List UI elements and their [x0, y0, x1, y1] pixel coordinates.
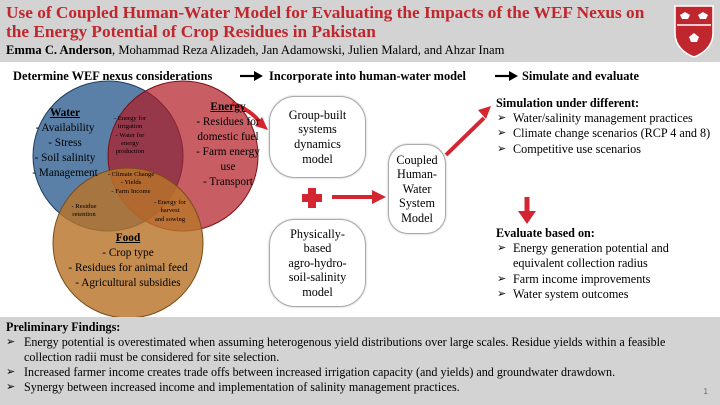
water-energy-overlap: - Energy for irrigation - Water for ener… [106, 115, 154, 156]
arrow-head [518, 211, 536, 224]
energy-label-block: Energy - Residues for domestic fuel - Fa… [188, 100, 268, 190]
page-number: 1 [703, 387, 708, 396]
water-label-block: Water - Availability - Stress - Soil sal… [30, 106, 100, 181]
overlap-item: - Climate Change [107, 171, 155, 178]
energy-item: - Residues for [196, 116, 260, 128]
water-food-overlap: - Residue retention [64, 203, 104, 220]
arrow-head [478, 106, 491, 119]
box-line: Group-built [288, 107, 347, 122]
arrow-right-icon [240, 71, 263, 81]
box-line: Coupled [396, 152, 438, 167]
food-item: - Agricultural subsidies [75, 277, 181, 289]
water-title: Water [49, 107, 81, 119]
food-item: - Crop type [102, 247, 154, 259]
overlap-item: - Yields [120, 179, 142, 187]
water-item: - Availability [35, 122, 95, 134]
box-line: systems [298, 122, 337, 137]
evaluate-title: Evaluate based on: [496, 226, 595, 240]
overlap-item: retention [72, 211, 96, 219]
box-line: Water [402, 181, 432, 196]
author-line: Emma C. Anderson, Mohammad Reza Alizadeh… [6, 43, 504, 58]
food-label-block: Food - Crop type - Residues for animal f… [63, 231, 193, 291]
overlap-item: - Energy for [113, 115, 147, 122]
energy-item: - Transport [203, 176, 253, 188]
arrow-right-icon [495, 71, 518, 81]
simulation-item: Water/salinity management practices [496, 111, 716, 126]
simulation-section: Simulation under different: Water/salini… [496, 96, 716, 157]
overlap-item: - Residue [71, 203, 97, 210]
coupled-model-box: Coupled Human- Water System Model [388, 144, 446, 234]
overlap-item: - Farm Income [111, 187, 151, 195]
simulation-title: Simulation under different: [496, 96, 640, 110]
overlap-item: production [115, 148, 145, 156]
box-line: System [399, 196, 435, 211]
box-line: model [302, 151, 333, 166]
box-line: based [303, 241, 332, 256]
findings-band: Preliminary Findings: Energy potential i… [0, 317, 720, 405]
group-built-model-box: Group-built systems dynamics model [269, 96, 366, 178]
evaluate-item: Farm income improvements [496, 272, 718, 287]
water-item: - Stress [48, 137, 82, 149]
box-line: soil-salinity [288, 270, 347, 285]
overlap-item: - Energy for [153, 199, 187, 206]
coauthors: , Mohammad Reza Alizadeh, Jan Adamowski,… [112, 43, 505, 57]
arrow-head [372, 190, 386, 204]
arrow-to-simulation [444, 116, 486, 157]
step-incorporate: Incorporate into human-water model [269, 69, 466, 83]
box-line: Human- [397, 167, 437, 182]
evaluate-item: Water system outcomes [496, 287, 718, 302]
box-line: Model [401, 210, 433, 225]
finding-item: Synergy between increased income and imp… [6, 380, 714, 395]
center-overlap: - Climate Change - Yields - Farm Income [106, 171, 156, 196]
energy-item: use [220, 161, 236, 173]
food-title: Food [115, 232, 141, 244]
overlap-item: harvest [160, 207, 180, 215]
finding-item: Energy potential is overestimated when a… [6, 335, 714, 365]
evaluate-section: Evaluate based on: Energy generation pot… [496, 226, 718, 302]
header-band: Use of Coupled Human-Water Model for Eva… [0, 0, 720, 62]
overlap-item: and sowing [154, 215, 186, 223]
step-determine: Determine WEF nexus considerations [13, 69, 213, 83]
university-crest-icon [674, 5, 714, 58]
physical-model-box: Physically- based agro-hydro- soil-salin… [269, 219, 366, 307]
step-simulate: Simulate and evaluate [522, 69, 640, 83]
plus-icon [302, 188, 322, 208]
findings-title: Preliminary Findings: [6, 320, 121, 334]
box-line: model [302, 284, 333, 299]
arrow-head [255, 117, 268, 130]
energy-item: - Farm energy [196, 146, 260, 158]
lead-author: Emma C. Anderson [6, 43, 113, 57]
finding-item: Increased farmer income creates trade of… [6, 365, 714, 380]
evaluate-item: Energy generation potential and equivale… [496, 241, 718, 271]
overlap-item: energy [121, 139, 139, 147]
poster-title: Use of Coupled Human-Water Model for Eva… [6, 3, 645, 41]
food-item: - Residues for animal feed [68, 262, 188, 274]
box-line: dynamics [294, 137, 341, 151]
water-item: - Management [32, 167, 98, 179]
energy-food-overlap: - Energy for harvest and sowing [147, 199, 193, 224]
box-line: agro-hydro- [288, 255, 347, 270]
simulation-item: Climate change scenarios (RCP 4 and 8) [496, 126, 716, 141]
simulation-item: Competitive use scenarios [496, 142, 716, 157]
box-line: Physically- [290, 226, 345, 241]
energy-item: domestic fuel [197, 131, 259, 143]
red-arrows [231, 101, 536, 224]
energy-title: Energy [210, 101, 246, 113]
overlap-item: - Water for [115, 131, 145, 139]
water-item: - Soil salinity [34, 152, 96, 164]
overlap-item: irrigation [117, 123, 143, 131]
